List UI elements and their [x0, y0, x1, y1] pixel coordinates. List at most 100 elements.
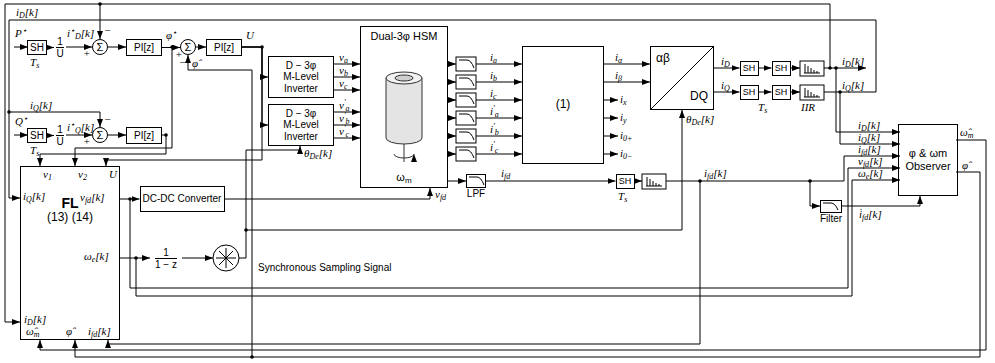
edge-label: v'a [338, 100, 351, 111]
hsm-machine-illustration [386, 72, 422, 162]
edge-label: vfd [434, 189, 447, 200]
wire [604, 136, 618, 137]
edge-label: i̇fd[k] [858, 209, 883, 220]
junction-dot [838, 90, 842, 94]
wire [40, 140, 986, 350]
connector [47, 47, 54, 48]
machine-top [386, 72, 422, 84]
junction-dot [828, 66, 832, 70]
iir-blocks [469, 61, 838, 210]
signal-label: φ̂ [962, 160, 968, 171]
wire [790, 68, 800, 69]
signal-label: iD[k] [24, 314, 46, 325]
connector [842, 196, 920, 206]
signal-label: ix [620, 94, 627, 105]
summing-junction: Σ [92, 127, 108, 143]
process-box: SH [772, 61, 791, 76]
signal-label: vfd[k] [858, 156, 883, 167]
signal-label: i0+ [620, 130, 632, 141]
node-text: SH [743, 63, 756, 73]
rotation-arrow [394, 154, 414, 158]
wire [604, 154, 618, 155]
wire [448, 118, 456, 119]
connector [242, 47, 268, 125]
node-text: PI[z] [214, 42, 234, 54]
filter-symbol [469, 177, 838, 210]
edge-label: iβ [614, 70, 623, 81]
edge-label: iα [614, 52, 623, 63]
process-box: SH [772, 85, 791, 100]
connector [242, 47, 268, 77]
signal-label: ifd[k] [704, 168, 727, 179]
signal-label: φ̂ [192, 58, 198, 69]
node-text: ωm [396, 171, 411, 184]
wire [476, 82, 522, 83]
connector [162, 47, 180, 48]
wire [9, 20, 876, 198]
filter-symbol [459, 78, 474, 86]
inverter-box: D − 3φ M-Level Inverter [268, 56, 334, 98]
connector [759, 92, 772, 93]
filter-symbol [459, 96, 474, 104]
signal-label: iQ[k] [842, 80, 864, 91]
wire [448, 154, 456, 155]
wire [14, 135, 28, 136]
process-box: (1) [522, 46, 604, 164]
signal-label: φ⋆ [166, 30, 177, 41]
signal-label: i0− [620, 148, 632, 159]
signal-label: ib [490, 70, 497, 81]
node-text: SH [619, 176, 632, 186]
edge-label: iD [720, 56, 731, 67]
signal-label: + [83, 136, 90, 147]
fraction-block: 11 − z [150, 245, 182, 271]
signal-label: i'c [490, 142, 498, 153]
signal-label: vfd[k] [80, 192, 105, 203]
connector [108, 135, 126, 136]
signal-label: − [104, 25, 111, 36]
signal-label: Ts [758, 102, 767, 113]
signal-label: ia [490, 52, 497, 63]
signal-label: iD[k] [16, 7, 38, 18]
signal-label: θDe[k] [304, 148, 332, 159]
signal-label: P⋆ [15, 28, 27, 39]
signal-label: θDe[k] [686, 114, 714, 125]
node-text: FL [61, 195, 78, 211]
connector [108, 47, 126, 48]
node-text: LPF [467, 188, 485, 200]
wire [182, 258, 213, 259]
node-text: Σ [185, 41, 192, 54]
edge-label: iQ [720, 80, 731, 91]
filter-symbol [459, 60, 474, 68]
lpf-box [456, 111, 476, 125]
signal-label: v1 [43, 169, 52, 180]
signal-label: − [179, 57, 186, 68]
signal-label: ic [490, 88, 497, 99]
wire [75, 172, 980, 357]
junction-dot [98, 2, 102, 6]
wire [448, 100, 456, 101]
node-text: SH [743, 87, 756, 97]
edge-label: vc [338, 78, 348, 89]
node-text: 1 [163, 247, 169, 258]
wire [448, 64, 456, 65]
filter-box: Filter [820, 200, 842, 213]
fraction-block: 1U [54, 123, 66, 147]
signal-label: Synchronous Sampling Signal [258, 262, 391, 273]
filter-symbol [459, 150, 474, 158]
junction-dot [808, 179, 812, 183]
junction-dot [7, 110, 11, 114]
process-box: SH [27, 128, 47, 143]
wire [136, 180, 900, 296]
signal-label: ωe[k] [84, 251, 109, 262]
signal-label: U [246, 30, 254, 41]
junction-dot [250, 355, 254, 359]
signal-label: i'b [490, 124, 499, 135]
node-text: SH [30, 130, 44, 142]
node-text: PI[z] [134, 42, 154, 54]
signal-label: ω̂m [26, 326, 40, 337]
signal-label: U [109, 169, 117, 180]
wire [476, 100, 522, 101]
connector [225, 188, 431, 199]
node-text: U [56, 135, 63, 147]
